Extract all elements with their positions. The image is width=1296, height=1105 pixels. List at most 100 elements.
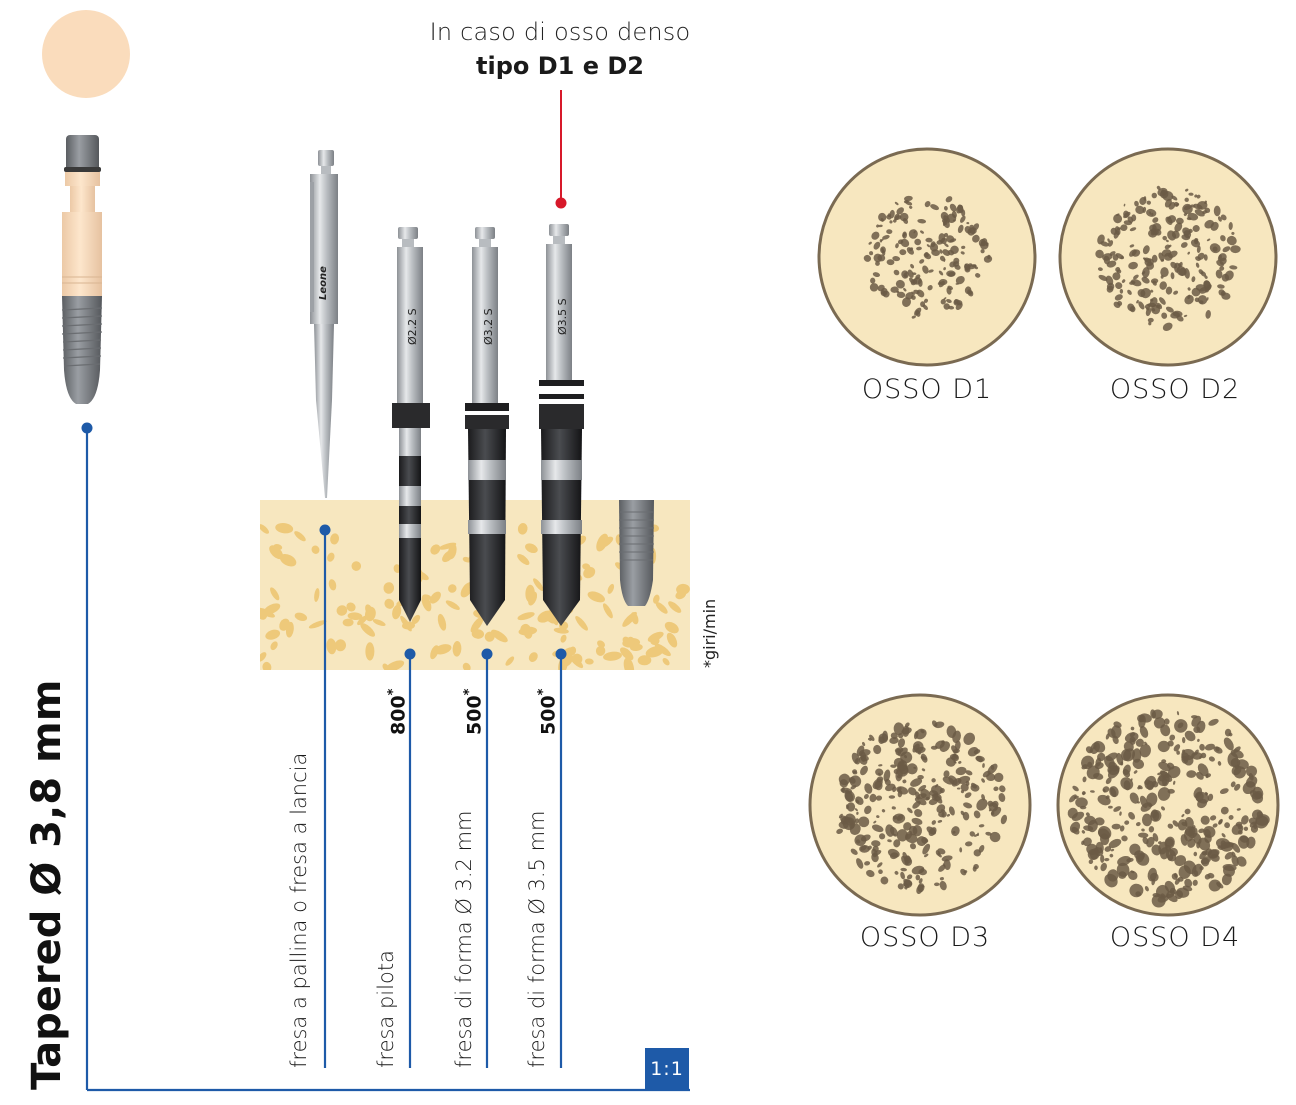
bone-chip: [330, 533, 340, 545]
bone-chip: [328, 579, 337, 591]
implant-with-carrier: [61, 135, 103, 404]
step-label-1: fresa a pallina o fresa a lancia: [287, 752, 311, 1068]
bone-density-osso-d1: [817, 147, 1037, 367]
bone-chip: [664, 621, 679, 634]
bone-chip: [626, 636, 635, 648]
bone-chip: [308, 620, 327, 629]
bone-chip: [470, 616, 484, 633]
bone-chip: [336, 605, 348, 616]
bone-chip: [260, 652, 267, 662]
dense-bone-note: In caso di osso denso: [429, 18, 691, 46]
bone-chip: [622, 611, 637, 627]
bone-chip: [668, 601, 682, 613]
bone-chip: [602, 603, 613, 619]
step-label-3: fresa di forma Ø 3.2 mm: [452, 810, 476, 1068]
bone-chip: [517, 523, 528, 535]
bone-chip: [597, 640, 605, 648]
bone-chip: [438, 542, 457, 550]
drill-marking-3-2: Ø3.2 S: [482, 308, 495, 345]
bone-chip: [575, 615, 588, 631]
bone-chip: [279, 553, 297, 567]
bone-chip: [326, 638, 337, 655]
pilot-drill: Ø2.2 S: [392, 227, 430, 622]
rpm-label-2: 800*: [386, 688, 410, 735]
bone-chip: [260, 524, 269, 534]
bone-chip: [342, 618, 354, 627]
bone-chip: [662, 658, 670, 666]
bone-chip: [411, 614, 421, 625]
implant-title: Tapered Ø 3,8 mm: [24, 679, 70, 1090]
dense-bone-type: tipo D1 e D2: [476, 52, 644, 80]
bone-chip: [520, 623, 531, 635]
bone-chip: [560, 634, 567, 643]
bone-chip: [262, 661, 272, 670]
step-dot-3: [481, 648, 493, 660]
bone-chip: [265, 629, 281, 640]
bone-chip: [383, 582, 395, 594]
bone-chip: [505, 656, 515, 666]
bone-chip: [452, 641, 462, 657]
bone-chip: [294, 531, 306, 542]
bone-chip: [285, 621, 294, 638]
bone-chip: [584, 658, 594, 665]
bone-chip: [528, 652, 538, 662]
bone-chip: [675, 590, 687, 600]
bone-chip: [637, 655, 652, 666]
bone-chip: [372, 619, 386, 627]
implant-connector: [85, 428, 690, 1092]
step-label-4: fresa di forma Ø 3.5 mm: [525, 810, 549, 1068]
bone-chip: [437, 613, 447, 631]
bone-chip: [517, 612, 535, 621]
bone-chip: [462, 662, 471, 670]
bone-chip: [311, 545, 320, 554]
bone-chip: [384, 598, 395, 609]
bone-chip: [603, 651, 622, 661]
bone-chip: [421, 595, 432, 612]
bone-chip: [491, 629, 508, 643]
bone-chip: [327, 552, 335, 562]
bone-chip: [607, 583, 615, 594]
dense-bone-callout-line: [555, 90, 567, 209]
bone-chip: [442, 549, 455, 563]
bone-label-d4: OSSO D4: [1109, 922, 1241, 953]
scale-badge: 1:1: [645, 1048, 689, 1090]
bone-chip: [533, 578, 544, 591]
bone-chip: [382, 663, 390, 670]
bone-chip: [364, 606, 376, 622]
bone-chip: [275, 522, 294, 534]
bone-label-d2: OSSO D2: [1109, 374, 1241, 405]
bone-chip: [270, 587, 280, 601]
bone-density-osso-d3: [808, 693, 1032, 917]
bone-label-d1: OSSO D1: [861, 374, 993, 405]
bone-chip: [430, 544, 441, 555]
bone-chip: [434, 644, 452, 655]
bone-chip: [654, 643, 671, 657]
bone-chip: [385, 660, 405, 670]
brand-marking: Leone: [318, 266, 329, 300]
bone-chip: [528, 591, 538, 606]
bone-chip: [334, 639, 347, 652]
step-label-2: fresa pilota: [374, 950, 398, 1068]
shaping-drill-3-5: Ø3.5 S: [539, 224, 584, 626]
bone-chip: [587, 591, 606, 603]
bone-chip: [623, 657, 635, 670]
implant-connector-dot: [81, 422, 93, 434]
step-dot-4: [555, 648, 567, 660]
step-connectors: [323, 530, 563, 1068]
bone-chip: [553, 627, 569, 634]
bone-chip: [571, 653, 583, 665]
bone-chip: [666, 632, 678, 648]
bone-chip: [448, 584, 457, 593]
bone-chip: [595, 645, 606, 656]
bone-chip: [596, 536, 614, 549]
color-code-dot: [42, 10, 130, 98]
bone-chip: [346, 602, 356, 612]
bone-chip: [347, 612, 363, 621]
bone-chip: [545, 611, 555, 622]
rpm-label-3: 500*: [462, 688, 486, 735]
bone-chip: [392, 604, 402, 620]
bone-chip: [620, 647, 634, 661]
bone-chip: [647, 631, 664, 642]
bone-chip: [653, 594, 660, 604]
